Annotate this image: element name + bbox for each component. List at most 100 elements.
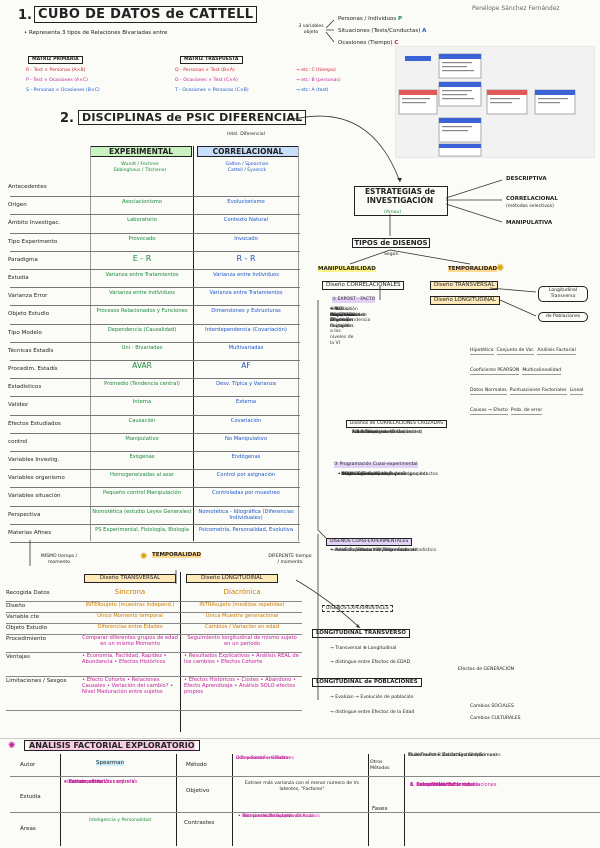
disciplinas-row-correlacional: R - R [236,253,256,263]
temporalidad-row-transversal: Único Momento temporal [97,613,163,619]
lt-item-1: → Transversal ⊕ Longitudinal [330,646,397,651]
r-row-2-right: O - Ocasiones × Test (C×A) [175,78,238,83]
de-poblaciones-bubble: de Poblaciones [538,312,588,322]
disciplinas-row-line [10,305,300,307]
af-col-line-1 [60,754,61,846]
disciplinas-row-experimental: E - R [132,253,152,263]
programacion-item: • Pocos Experimentales [338,472,393,477]
temporalidad-row-key: Procedimiento [6,636,47,642]
disciplinas-row-experimental: Promedio (Tendencia central) [104,381,180,388]
disciplinas-row-experimental: Varianza entre Individuos [109,290,175,297]
disciplinas-row-key: Técnicas Estadís [8,347,54,354]
disciplinas-row-line [10,250,300,252]
disciplinas-row-correlacional: Invocado [234,235,258,242]
temporalidad-row-transversal: • Efecto Cohorte • Relaciones Causales •… [82,677,174,695]
temporalidad-row-line [6,623,302,624]
disciplinas-row-key: Objeto Estudio [8,311,50,318]
temporalidad-row-key: Objeto Estudio [6,625,48,631]
disciplinas-row-correlacional: Interdependencia (Covariación) [205,326,287,333]
section-separator [0,738,600,739]
matriz-primaria-label: MATRIZ PRIMARIA [28,56,83,64]
disciplinas-legend: Intel. Diferencial [227,132,265,137]
disciplinas-right-border [298,146,299,541]
analisis-sun-icon: ✺ [8,741,16,751]
temporalidad-title: TEMPORALIDAD [152,552,202,558]
temporalidad-row-longitudinal: Seguimiento longitudinal de mismo sujeto… [187,635,297,647]
lp-item-1: → Evalúan → Evolución de población [330,695,414,700]
correlacionales-note-line: • Procedimiento Regresión múltiple [330,307,363,329]
lp-item-2: → distingue entre Efectos de la Edad [330,710,415,715]
r-row-1-etc: → etc: C (tiempo) [296,68,336,73]
af-metodo-key: Método [186,762,207,768]
disciplinas-row-key: Variables situación [8,493,61,500]
longitudinal-transverso-bubble: Longitudinal Transverso [538,286,588,302]
disciplinas-row-line [10,378,300,380]
disciplinas-row-key: Perspectiva [8,511,41,518]
estrategias-box [354,186,448,216]
disciplinas-row-key: Validez [8,402,28,409]
af-otros-key: Otros Métodos [370,760,390,771]
section-2-number: 2. [60,111,74,126]
af-estudia-line: • Extraer variación conjunta [64,779,135,785]
correlacional-tag: Prob. de error [510,408,543,415]
disciplinas-row-experimental: AVAR [132,361,152,370]
correlacionales-note-line: ② Correlacionales [330,307,366,318]
lp-item-3: Cambios SOCIALES [470,704,514,709]
af-contrasta-line: • Rotaciones Ortogonal - Oblicua [238,814,314,819]
disciplinas-divider [193,146,194,541]
temporalidad-row-longitudinal: • Resultados Explicativos • Análisis REA… [184,653,299,665]
var-situaciones: Situaciones (Tests/Conductas) A [338,28,427,34]
disciplinas-row-key: Varianza Error [8,293,48,300]
disciplinas-row-experimental: Varianza entre Tratamientos [105,272,179,278]
r-row-1-left: R - Test × Personas (A×B) [26,68,86,73]
correlaciones-item: Autocorrelación (Series-retest) [352,430,423,435]
af-areas-key: Áreas [20,826,36,832]
disciplinas-row-correlacional: Covariación [230,417,262,424]
correlaciones-item: Sincrónica (entre 2 Vs) [352,430,405,435]
r-row-2-etc: → etc: B (personas) [296,78,341,83]
disciplinas-row-correlacional: Multivariadas [228,344,264,351]
disciplinas-row-line [10,360,300,361]
correlacional-tag: Puntuaciones Factoriales [509,388,567,395]
sun-icon: ✺ [496,263,505,274]
af-otros-line: Kaiser → Rotación Ortogonal (Varimax) [408,753,497,758]
disciplinas-row-correlacional: Contexto Natural [223,217,269,224]
r-row-3-right: T - Ocasiones × Personas (C×B) [175,88,249,93]
temporalidad-row-longitudinal: • Efectos Históricos • Costes • Abandono… [184,677,297,695]
af-col-line-2 [176,754,177,846]
var-ocasiones: Ocasiones (Tiempo) C [338,40,399,46]
temporalidad-label: TEMPORALIDAD [448,266,498,272]
temporalidad-row-transversal: Comparar diferentes grupos de edad en un… [82,635,178,647]
disciplinas-row-key: Estudia [8,275,29,281]
programacion-item: • Estudiados [338,472,368,477]
tipos-disenos-title: TIPOS de DISEÑOS [352,238,430,248]
cattell-intro: • Representa 3 tipos de Relaciones Bivar… [24,30,168,36]
lp-item-4: Cambios CULTURALES [470,716,521,721]
estrategia-correlacional: CORRELACIONAL [506,196,558,202]
r-row-1-right: Q - Personas × Test (B×A) [175,68,235,73]
estrategias-sub: (Arnau) [384,210,402,215]
temporalidad-row-transversal: Sincrona [114,588,146,596]
analisis-title: ANÁLISIS FACTORIAL EXPLORATORIO [24,740,200,751]
disciplinas-row-experimental: Pequeño control Manipulación [103,490,181,497]
temporalidad-row-line [6,676,302,677]
var-personas: Personas / Individuos P [338,16,402,22]
temp-header-transversal: Diseño TRANSVERSAL [84,574,176,583]
disciplinas-row-experimental: Procesos Relacionados y Funciones [96,308,188,315]
disciplinas-row-correlacional: Endógenas [231,454,261,460]
disciplinas-row-key: Ámbito Investigac. [8,220,61,227]
disciplinas-row-line [10,469,300,471]
diferente-tiempo-note: DIFERENTE tiempo / momento [268,554,312,565]
correlacional-tag: Lineal [569,388,584,395]
temp-header-longitudinal: Diseño LONGITUDINAL [186,574,278,583]
correlaciones-item: Pares Dispersos [352,430,389,435]
programacion-item: - Análisis - Estudio no Probado [338,472,408,477]
correlaciones-item: Estabilidad y no-Variación [352,430,412,435]
disciplinas-row-line [10,487,300,489]
disciplinas-row-line [10,232,300,234]
af-fases-line: 2. Calcular Matriz de correlaciones [410,782,497,788]
disciplinas-row-experimental: Asociacionismo [121,199,163,206]
disciplinas-row-experimental: Exógenas [129,454,155,460]
disciplinas-row-experimental: Homogeneizadas al azar [110,472,174,479]
